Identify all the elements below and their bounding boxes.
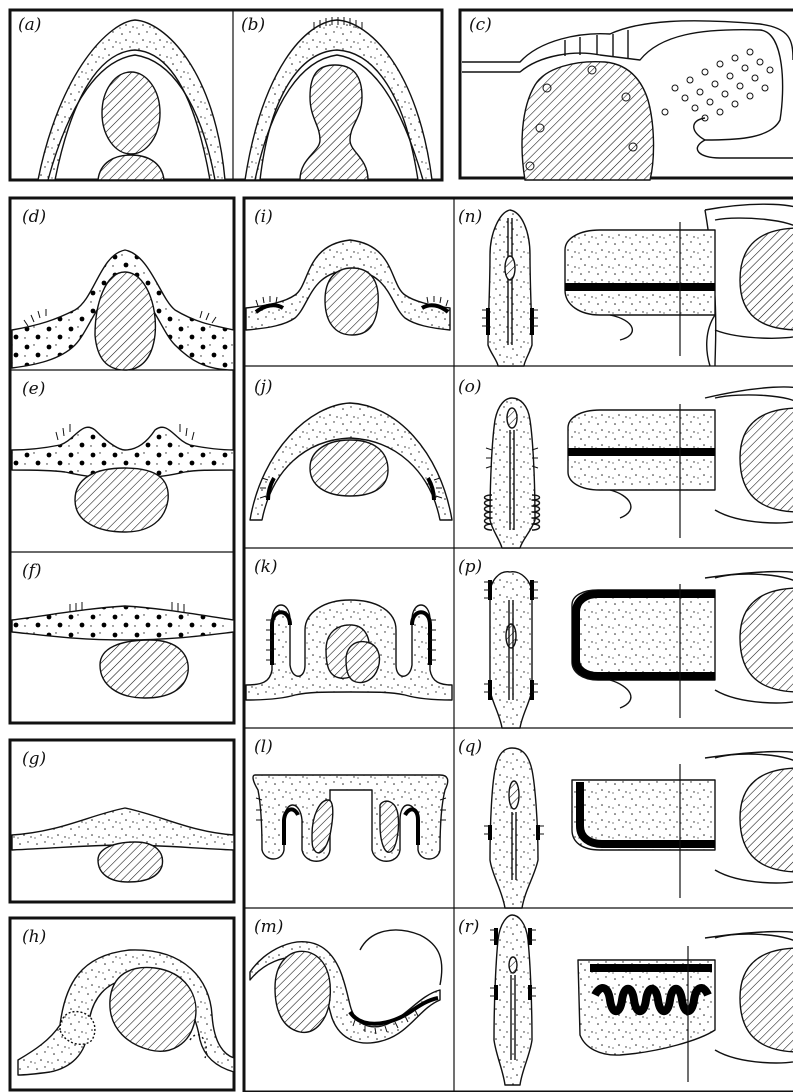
- panel-label-h: (h): [22, 927, 46, 947]
- panel-label-p: (p): [458, 557, 482, 577]
- panel-label-j: (j): [254, 377, 273, 397]
- panel-label-k: (k): [254, 557, 278, 577]
- panel-label-d: (d): [22, 207, 46, 227]
- panel-l: (l): [253, 737, 448, 861]
- panel-label-r: (r): [458, 917, 479, 937]
- panel-m: (m): [250, 917, 442, 1043]
- panel-p-longitudinal: [572, 572, 793, 718]
- panel-n-section: (n): [458, 207, 538, 366]
- panel-o-section: (o): [458, 377, 540, 548]
- panel-r-longitudinal: [578, 932, 793, 1082]
- panel-b: (b): [241, 15, 432, 180]
- panel-h: (h): [10, 918, 234, 1090]
- panel-r-section: (r): [458, 915, 536, 1085]
- panel-label-a: (a): [18, 15, 41, 35]
- panel-k: (k): [246, 557, 452, 700]
- panel-j: (j): [250, 377, 452, 520]
- panel-q-longitudinal: [572, 752, 793, 898]
- panel-label-o: (o): [458, 377, 482, 397]
- panel-d: (d): [12, 207, 234, 370]
- panel-label-q: (q): [458, 737, 482, 757]
- panel-a: (a): [18, 15, 225, 180]
- panel-g: (g): [10, 740, 234, 902]
- panel-n-longitudinal: [565, 204, 793, 366]
- panel-label-l: (l): [254, 737, 273, 757]
- panel-label-c: (c): [469, 15, 492, 35]
- panel-q-section: (q): [458, 737, 544, 908]
- panel-label-b: (b): [241, 15, 265, 35]
- panel-label-e: (e): [22, 379, 45, 399]
- panel-label-i: (i): [254, 207, 273, 227]
- panel-label-n: (n): [458, 207, 482, 227]
- panel-f: (f): [12, 561, 234, 698]
- panel-e: (e): [12, 379, 234, 532]
- panel-o-longitudinal: [568, 387, 793, 538]
- panel-label-g: (g): [22, 749, 46, 769]
- panel-label-m: (m): [254, 917, 283, 937]
- panel-i: (i): [246, 207, 450, 335]
- panel-p-section: (p): [458, 557, 538, 728]
- panel-label-f: (f): [22, 561, 42, 581]
- panel-c: (c): [460, 10, 793, 180]
